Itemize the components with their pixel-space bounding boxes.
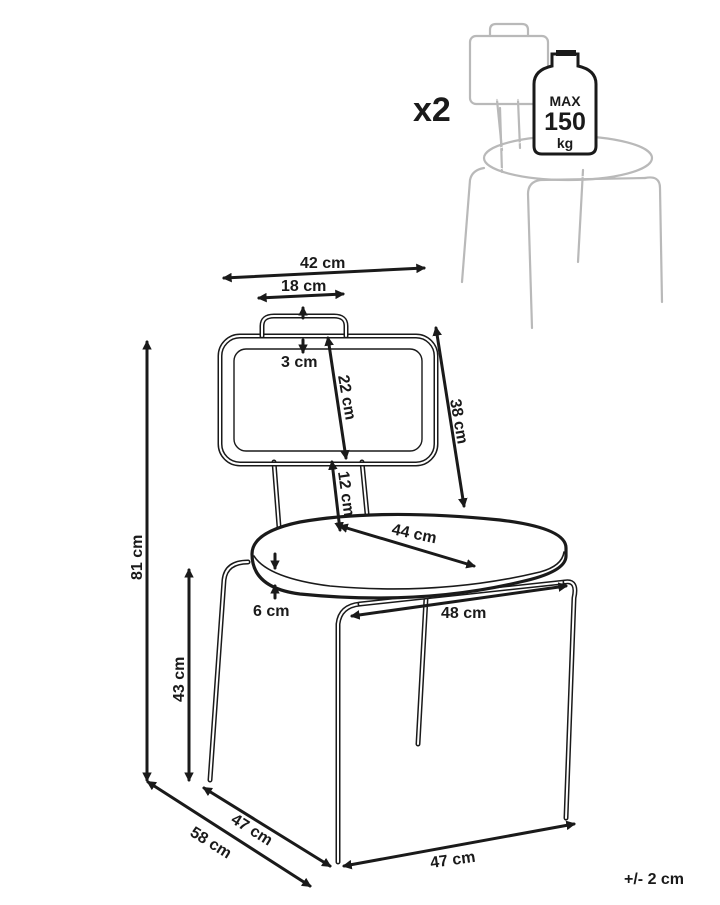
seat-thickness-label: 6 cm [253, 603, 289, 620]
backrest-inner-height-label: 22 cm [334, 374, 359, 422]
handle-width-label: 18 cm [281, 278, 326, 295]
weight-value: 150 [544, 108, 586, 136]
backrest-height-label: 38 cm [446, 398, 471, 446]
overall-depth-label: 58 cm [187, 824, 234, 862]
weight-limit-icon: MAX 150 kg [532, 50, 598, 156]
main-chair [207, 313, 578, 865]
rear-leg [415, 595, 429, 747]
seat-width-label: 48 cm [441, 605, 486, 622]
dimension-arrows [142, 263, 576, 888]
back-gap-label: 12 cm [334, 470, 357, 517]
weight-max-label: MAX [549, 93, 581, 109]
seat-height-label: 43 cm [171, 657, 188, 702]
backrest-width-label: 42 cm [300, 255, 345, 272]
dimension-labels: 42 cm 18 cm 3 cm 22 cm 38 cm 12 cm 44 cm… [129, 255, 684, 888]
handle-height-label: 3 cm [281, 354, 317, 371]
base-width-label: 47 cm [429, 849, 476, 872]
tolerance-label: +/- 2 cm [624, 871, 684, 888]
total-height-label: 81 cm [129, 535, 146, 580]
quantity-label: x2 [413, 91, 451, 129]
weight-unit: kg [557, 135, 573, 151]
